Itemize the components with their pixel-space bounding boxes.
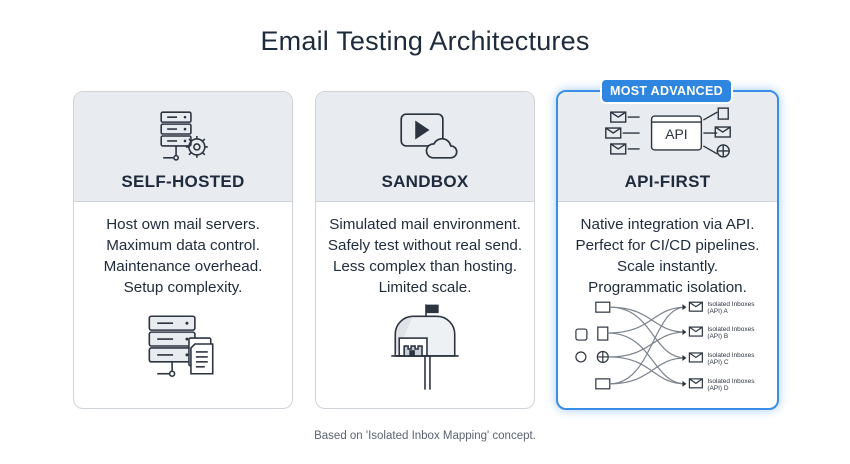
card-sandbox: SANDBOX Simulated mail environment. Safe… [315, 91, 535, 409]
server-documents-icon [148, 315, 214, 378]
server-gear-icon [160, 111, 208, 161]
page-title: Email Testing Architectures [260, 26, 590, 56]
inbox-label: Isolated Inboxes [707, 301, 754, 308]
api-label: API [665, 126, 687, 142]
inbox-label: (API) A [707, 308, 728, 315]
footnote: Based on 'Isolated Inbox Mapping' concep… [314, 430, 536, 442]
description-line: Perfect for CI/CD pipelines. [575, 237, 760, 254]
description-line: Programmatic isolation. [588, 279, 747, 296]
card-description: Native integration via API. Perfect for … [558, 202, 777, 298]
api-hub-icon: API [605, 107, 731, 158]
card-title: SELF-HOSTED [121, 172, 245, 191]
card-header: SANDBOX [316, 92, 534, 202]
card-header: SELF-HOSTED [74, 92, 292, 202]
description-line: Limited scale. [378, 279, 472, 296]
description-line: Maintenance overhead. [103, 258, 263, 275]
inbox-label: Isolated Inboxes [707, 352, 754, 359]
play-cloud-icon [400, 113, 458, 159]
inbox-label: Isolated Inboxes [707, 326, 754, 333]
card-title: API-FIRST [624, 172, 711, 191]
description-line: Scale instantly. [616, 258, 719, 275]
inbox-label: Isolated Inboxes [707, 378, 754, 385]
isolated-inbox-map: Isolated Inboxes (API) A Isolated Inboxe… [575, 301, 754, 392]
description-line: Safely test without real send. [327, 237, 523, 254]
description-line: Setup complexity. [123, 279, 243, 296]
inbox-label: (API) C [707, 359, 729, 366]
card-self-hosted: SELF-HOSTED Host own mail servers. Maxim… [73, 91, 293, 409]
description-line: Simulated mail environment. [329, 216, 521, 233]
description-line: Native integration via API. [580, 216, 755, 233]
most-advanced-badge: MOST ADVANCED [602, 80, 731, 102]
card-title: SANDBOX [381, 172, 469, 191]
inbox-label: (API) D [707, 385, 729, 392]
description-line: Less complex than hosting. [332, 258, 518, 275]
inbox-label: (API) B [707, 333, 728, 340]
card-api-first: API API-FIRST Native integration via API… [556, 90, 779, 410]
card-description: Simulated mail environment. Safely test … [316, 202, 534, 298]
description-line: Host own mail servers. [106, 216, 260, 233]
card-description: Host own mail servers. Maximum data cont… [74, 202, 292, 298]
description-line: Maximum data control. [106, 237, 260, 254]
mailbox-sandcastle-icon [391, 304, 459, 390]
card-header: API API-FIRST [558, 92, 777, 202]
